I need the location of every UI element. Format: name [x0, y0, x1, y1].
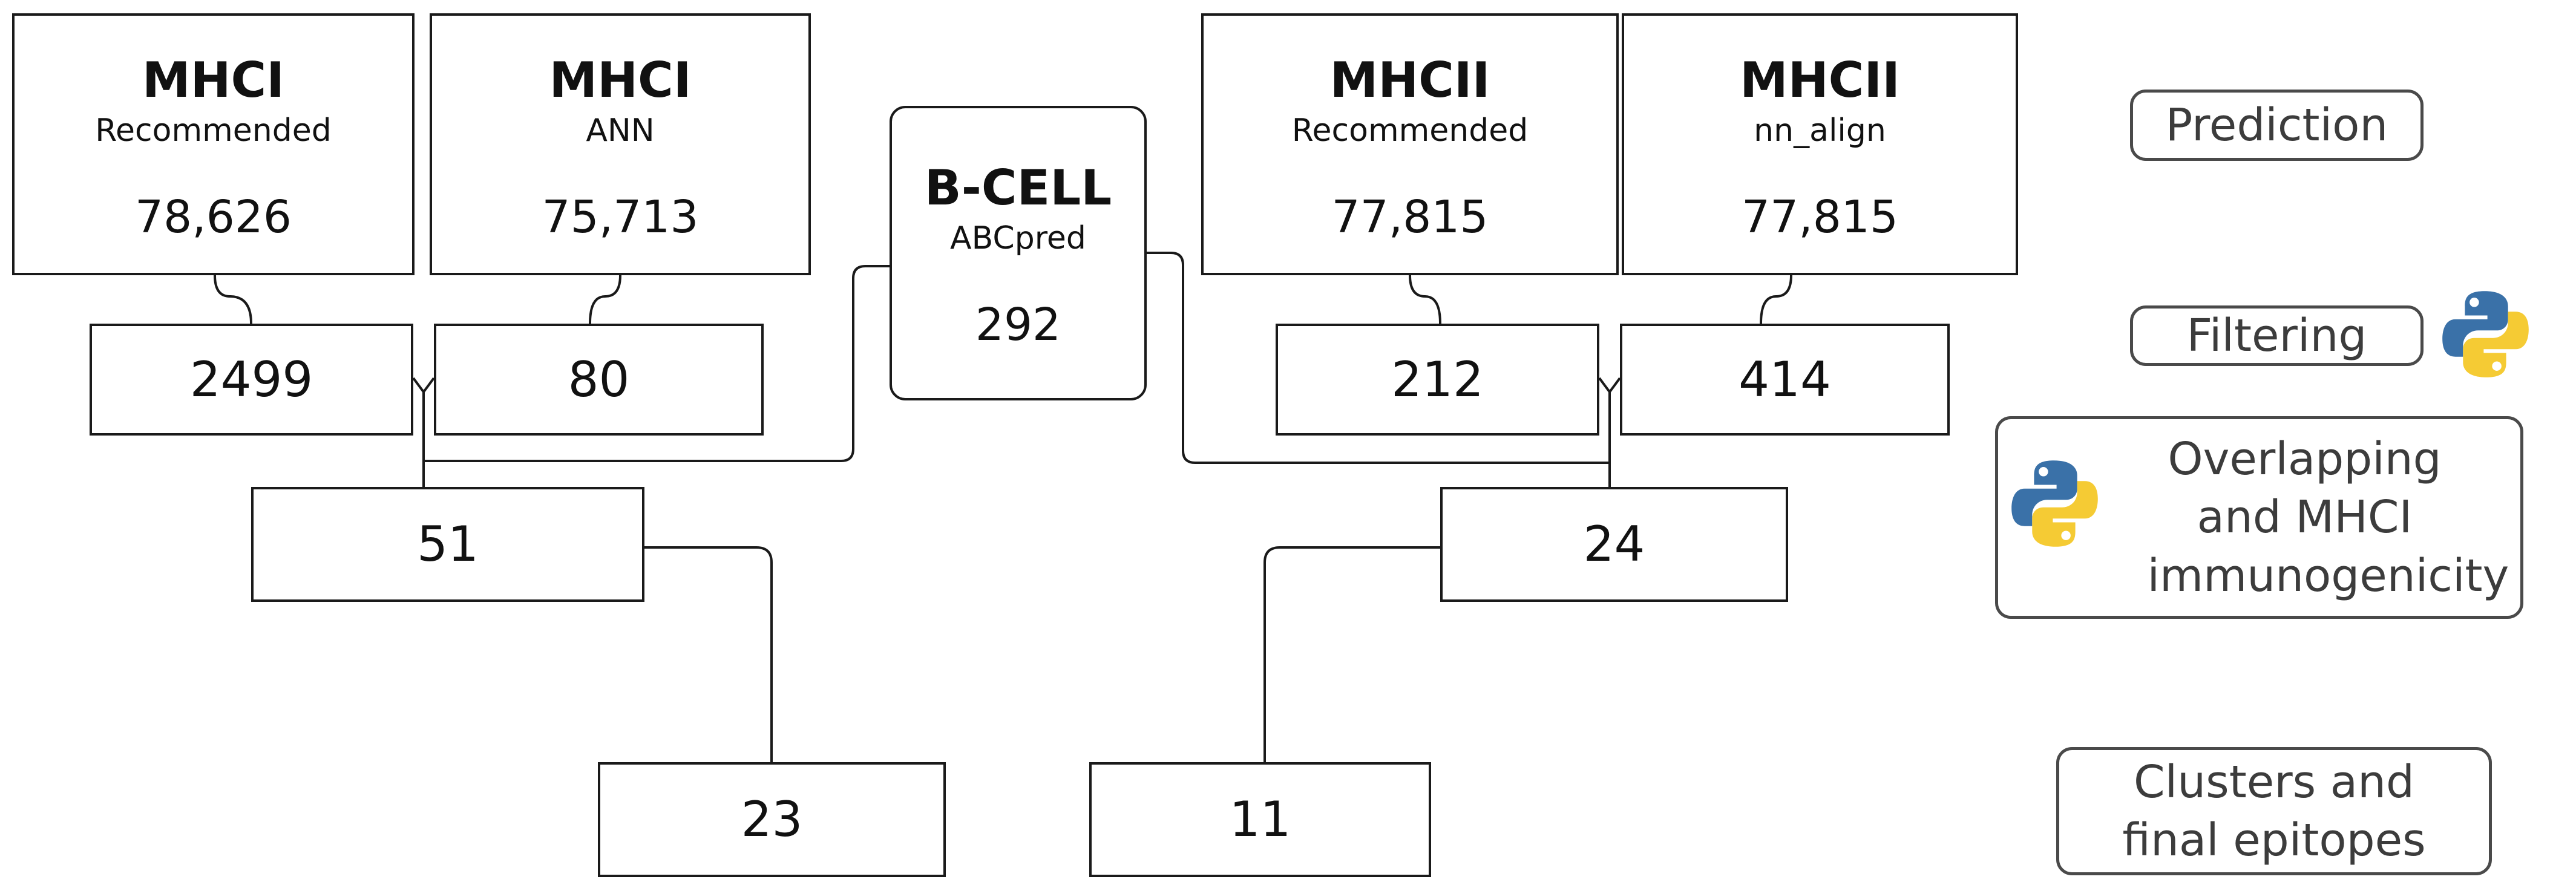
mhci-final-box: 23	[598, 762, 946, 877]
bcell-title: B-CELL	[924, 160, 1112, 216]
connector-bcell-to-mhcii	[1144, 252, 1610, 464]
bcell-count: 292	[975, 299, 1061, 351]
mhci-recommended-filtered-count: 2499	[189, 351, 313, 408]
bcell-box: B-CELL ABCpred 292	[890, 106, 1147, 400]
mhcii-recommended-count: 77,815	[1331, 191, 1489, 243]
mhci-ann-method: ANN	[586, 113, 655, 149]
connector-mhcii-nn-align-to-filter	[1760, 275, 1792, 324]
mhcii-nn-align-title: MHCII	[1740, 52, 1900, 108]
mhci-ann-box: MHCI ANN 75,713	[430, 13, 811, 275]
mhci-ann-count: 75,713	[542, 191, 699, 243]
mhcii-recommended-filtered-count: 212	[1391, 351, 1484, 408]
mhcii-recommended-method: Recommended	[1291, 113, 1529, 149]
legend-prediction: Prediction	[2130, 90, 2424, 161]
mhci-ann-filtered-box: 80	[434, 324, 764, 436]
connector-mhci-overlap-to-final	[644, 546, 773, 762]
mhcii-recommended-title: MHCII	[1329, 52, 1490, 108]
mhcii-recommended-box: MHCII Recommended 77,815	[1201, 13, 1619, 275]
connector-mhcii-overlap-to-final	[1263, 546, 1440, 762]
mhci-recommended-method: Recommended	[95, 113, 332, 149]
legend-prediction-label: Prediction	[2165, 99, 2388, 151]
mhcii-nn-align-box: MHCII nn_align 77,815	[1622, 13, 2018, 275]
mhci-recommended-filtered-box: 2499	[90, 324, 413, 436]
mhci-recommended-box: MHCI Recommended 78,626	[12, 13, 415, 275]
connector-bcell-to-mhci	[424, 265, 896, 462]
legend-clusters: Clusters and final epitopes	[2056, 747, 2492, 875]
mhcii-nn-align-count: 77,815	[1742, 191, 1898, 243]
mhcii-recommended-filtered-box: 212	[1276, 324, 1599, 436]
connector-mhci-filters-merge	[412, 377, 435, 394]
legend-overlapping-label: Overlapping and MHCI immunogenicity	[2147, 433, 2509, 602]
mhcii-nn-align-method: nn_align	[1754, 113, 1886, 149]
python-logo-icon	[2011, 460, 2098, 547]
mhci-recommended-count: 78,626	[135, 191, 292, 243]
mhcii-nn-align-filtered-count: 414	[1739, 351, 1831, 408]
legend-filtering: Filtering	[2130, 305, 2424, 366]
bcell-method: ABCpred	[950, 220, 1086, 256]
mhci-ann-title: MHCI	[549, 52, 692, 108]
legend-clusters-label: Clusters and final epitopes	[2122, 756, 2426, 866]
mhci-final-count: 23	[741, 791, 803, 847]
connector-mhci-recommended-to-filter	[214, 275, 252, 324]
connector-mhci-ann-to-filter	[589, 275, 621, 324]
mhcii-overlap-count: 24	[1583, 516, 1645, 572]
mhci-overlap-count: 51	[417, 516, 479, 572]
mhcii-overlap-box: 24	[1440, 487, 1788, 602]
connector-mhcii-filters-merge	[1598, 377, 1621, 394]
mhci-ann-filtered-count: 80	[568, 351, 630, 408]
mhcii-final-count: 11	[1229, 791, 1291, 847]
mhci-recommended-title: MHCI	[142, 52, 285, 108]
python-logo-icon	[2442, 291, 2529, 377]
mhci-overlap-box: 51	[251, 487, 644, 602]
legend-filtering-label: Filtering	[2186, 309, 2367, 362]
mhcii-final-box: 11	[1089, 762, 1431, 877]
mhcii-nn-align-filtered-box: 414	[1620, 324, 1950, 436]
connector-mhcii-recommended-to-filter	[1409, 275, 1441, 324]
